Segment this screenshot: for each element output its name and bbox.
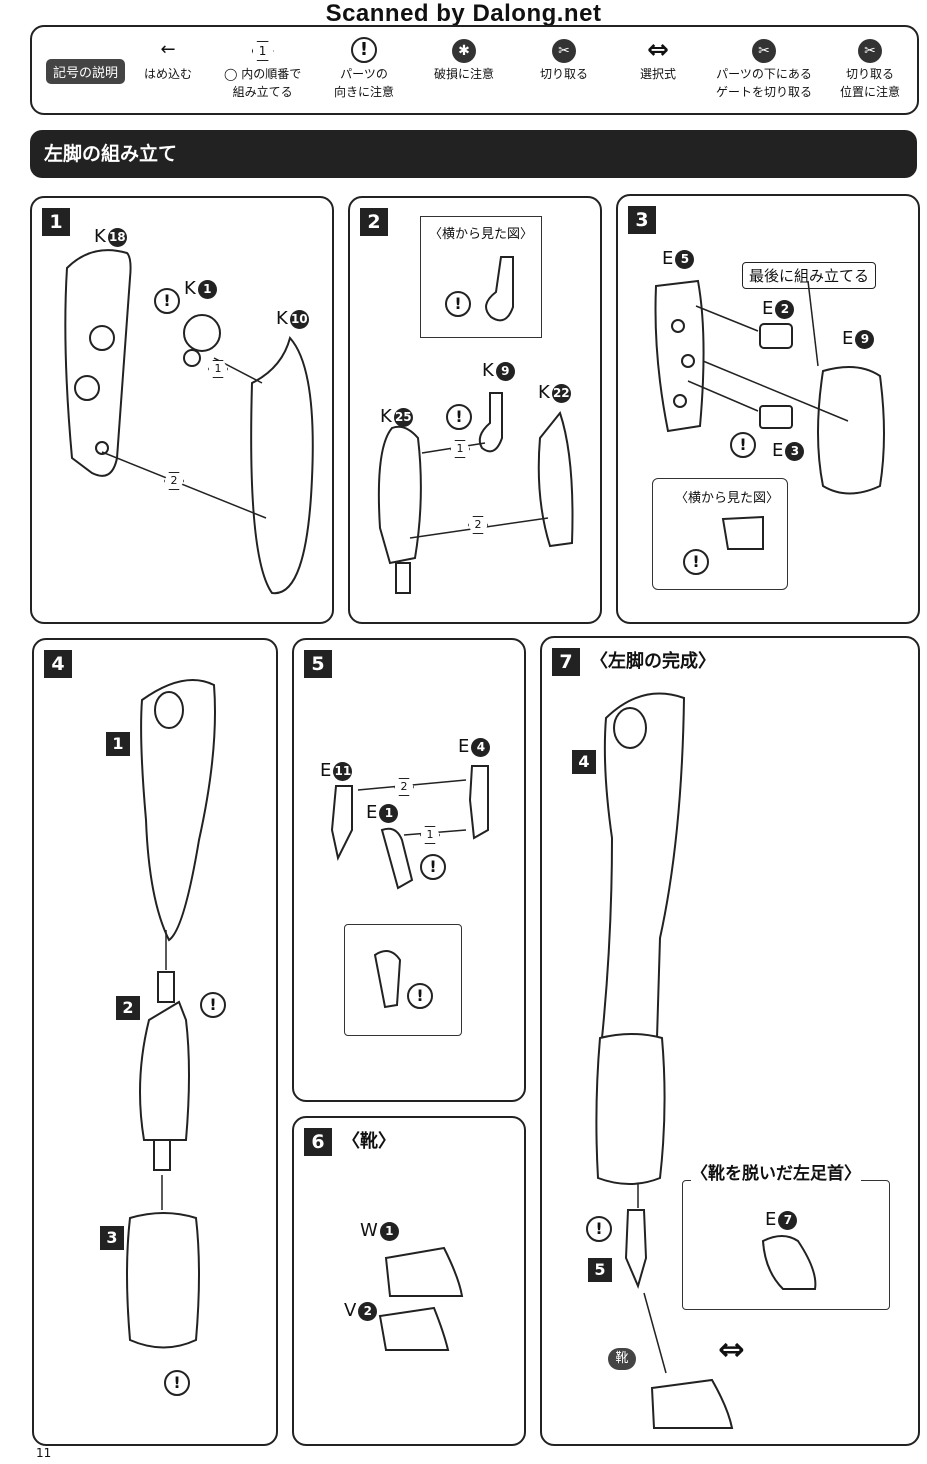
orientation-warning-icon: ! <box>420 854 446 880</box>
legend-item-choice: ⇔ 選択式 <box>640 35 677 81</box>
side-view-box: 〈横から見た図〉 ! <box>652 478 788 590</box>
scanner-watermark: Scanned by Dalong.net <box>325 0 602 27</box>
step-label-2: 2 <box>116 996 140 1020</box>
side-view-box: 〈横から見た図〉 ! <box>420 216 542 338</box>
cut-position-icon: ✂ <box>840 35 900 65</box>
symbol-legend: 記号の説明 ← はめ込む 1 ◯ 内の順番で 組み立てる ! パーツの 向きに注… <box>30 25 919 115</box>
legend-item-breakage: ✱ 破損に注意 <box>434 35 494 83</box>
orientation-warning-icon: ! <box>683 549 709 575</box>
step-marker-2: 2 <box>468 516 488 534</box>
breakage-icon: ✱ <box>434 35 494 65</box>
step-number: 4 <box>44 650 72 678</box>
gate-cut-icon: ✂ <box>716 35 812 65</box>
orientation-warning-icon: ! <box>446 404 472 430</box>
orientation-warning-icon: ! <box>445 291 471 317</box>
cut-icon: ✂ <box>540 35 588 65</box>
bare-ankle-title: 〈靴を脱いだ左足首〉 <box>691 1159 861 1184</box>
sandal-icon <box>378 1306 450 1351</box>
orientation-warning-icon: ! <box>586 1216 612 1242</box>
step-number: 3 <box>628 206 656 234</box>
panel-title: 〈靴〉 <box>342 1131 396 1152</box>
legend-title: 記号の説明 <box>46 59 126 84</box>
section-title: 左脚の組み立て <box>44 143 178 165</box>
step-label-1: 1 <box>106 732 130 756</box>
orientation-warning-icon: ! <box>200 992 226 1018</box>
step-number: 7 <box>552 648 580 676</box>
arrow-left-icon: ← <box>160 39 176 60</box>
side-view-title: 〈横から見た図〉 <box>675 491 780 506</box>
legend-item-cut: ✂ 切り取る <box>540 35 588 83</box>
step-number: 6 <box>304 1128 332 1156</box>
panel-1-illustration <box>64 249 314 595</box>
legend-item-insert: ← はめ込む <box>144 35 192 83</box>
orientation-warning-icon: ! <box>730 432 756 458</box>
step-number: 2 <box>360 208 388 236</box>
step-number-icon: 1 <box>224 35 301 65</box>
panel-5-illustration <box>330 765 489 890</box>
step-number: 1 <box>42 208 70 236</box>
panel-7-illustration <box>595 692 734 1429</box>
page-number: 11 <box>36 1446 52 1460</box>
panel-6-illustration <box>378 1246 464 1351</box>
orientation-warning-icon: ! <box>407 983 433 1009</box>
legend-item-orientation: ! パーツの 向きに注意 <box>334 35 394 101</box>
panel-4-illustration <box>126 679 216 1349</box>
panel-step-4: 4 1 2 3 ! ! <box>32 638 278 1446</box>
shoe-tag: 靴 <box>608 1348 636 1370</box>
legend-item-gate: ✂ パーツの下にある ゲートを切り取る <box>716 35 812 101</box>
double-arrow-icon: ⇔ <box>647 35 669 65</box>
legend-item-order: 1 ◯ 内の順番で 組み立てる <box>224 35 301 101</box>
step-label-5: 5 <box>588 1258 612 1282</box>
section-title-bar: 左脚の組み立て <box>30 130 917 178</box>
ankle-part-icon <box>761 1235 817 1290</box>
double-arrow-icon: ⇔ <box>718 1330 745 1368</box>
orientation-warning-icon: ! <box>154 288 180 314</box>
legend-item-cut-position: ✂ 切り取る 位置に注意 <box>840 35 900 101</box>
step-number: 5 <box>304 650 332 678</box>
step-marker-2: 2 <box>394 778 414 796</box>
orientation-warning-icon: ! <box>164 1370 190 1396</box>
step-marker-2: 2 <box>164 472 184 490</box>
step-marker-1: 1 <box>208 360 228 378</box>
step-label-3: 3 <box>100 1226 124 1250</box>
shoe-icon <box>384 1246 464 1297</box>
step-marker-1: 1 <box>450 440 470 458</box>
step-label-4: 4 <box>572 750 596 774</box>
panel-2-illustration <box>377 392 574 594</box>
panel-3-illustration <box>654 279 885 495</box>
detail-view-box: ! <box>344 924 462 1036</box>
step-marker-1: 1 <box>420 826 440 844</box>
exclamation-icon: ! <box>334 35 394 65</box>
panel-title: 〈左脚の完成〉 <box>590 651 716 672</box>
side-view-title: 〈横から見た図〉 <box>429 227 534 242</box>
shoe-icon <box>650 1378 734 1429</box>
